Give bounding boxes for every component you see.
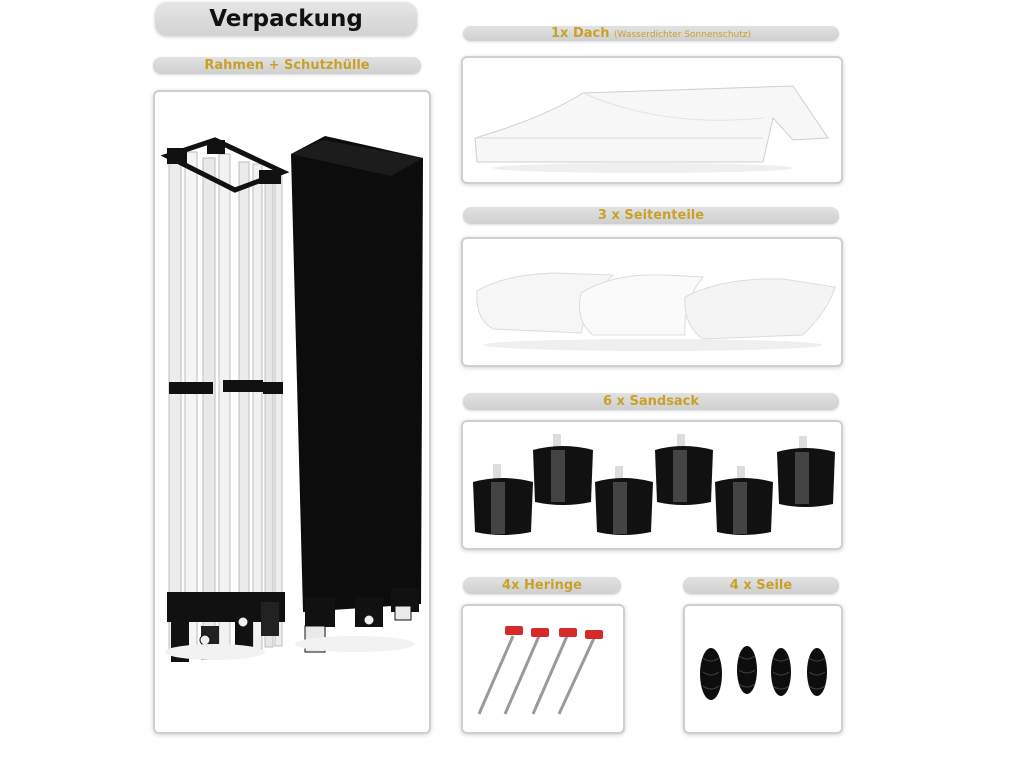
roof-panel bbox=[461, 56, 843, 184]
sandbag-4 bbox=[655, 434, 713, 505]
ropes-image bbox=[700, 646, 827, 700]
sandbag-2 bbox=[533, 434, 593, 505]
sandbags-panel bbox=[461, 420, 843, 550]
ropes-label: 4 x Seile bbox=[683, 577, 839, 594]
sandbags-label: 6 x Sandsack bbox=[463, 393, 839, 410]
frame-label: Rahmen + Schutzhülle bbox=[153, 57, 421, 74]
sandbags-image bbox=[473, 434, 835, 535]
sandbag-5 bbox=[715, 466, 773, 535]
roof-image bbox=[474, 85, 829, 173]
sandbag-6 bbox=[777, 436, 835, 507]
roof-label-note: (Wasserdichter Sonnenschutz) bbox=[614, 30, 751, 40]
pegs-panel bbox=[461, 604, 625, 734]
side-panels-image bbox=[476, 272, 836, 351]
frame-panel bbox=[153, 90, 431, 734]
sandbag-1 bbox=[473, 464, 533, 535]
sides-label: 3 x Seitenteile bbox=[463, 207, 839, 224]
pegs-image bbox=[477, 626, 603, 715]
page-title: Verpackung bbox=[155, 2, 417, 36]
roof-label-text: 1x Dach bbox=[551, 26, 610, 41]
frame-and-cover-image bbox=[160, 136, 423, 662]
roof-label: 1x Dach (Wasserdichter Sonnenschutz) bbox=[463, 26, 839, 41]
sides-panel bbox=[461, 237, 843, 367]
pegs-label: 4x Heringe bbox=[463, 577, 621, 594]
sandbag-3 bbox=[595, 466, 653, 535]
ropes-panel bbox=[683, 604, 843, 734]
